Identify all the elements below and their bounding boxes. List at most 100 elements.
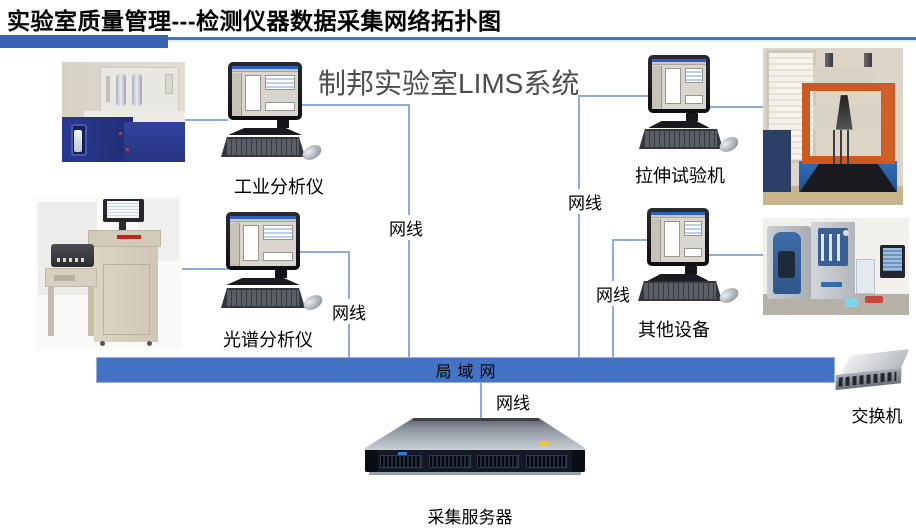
monitor-base (647, 274, 709, 281)
app-table-panel (265, 75, 295, 90)
app-titlebar (652, 59, 706, 62)
app-list-panel (243, 225, 259, 261)
table-leg (87, 286, 94, 337)
photo-other-equipment (763, 218, 909, 315)
analyzer-led (125, 148, 129, 151)
server-top-face (365, 418, 585, 448)
mouse-icon (300, 142, 324, 163)
app-list-panel (665, 68, 681, 104)
workstation-other-equipment (638, 208, 747, 308)
monitor-screen (232, 66, 298, 116)
server-drive-bay (477, 454, 519, 469)
analyzer-cabinet-side (123, 122, 185, 162)
monitor-screen (652, 59, 706, 109)
server-warning-tag (538, 441, 550, 446)
server-drive-bay (428, 454, 471, 469)
app-list-panel (245, 75, 261, 111)
server-front-panel (365, 441, 585, 472)
spectro-logo (117, 234, 141, 240)
mouse-icon (717, 285, 741, 306)
caster (146, 340, 152, 346)
app-bottom-panel (265, 102, 295, 111)
analyzer-tube (116, 74, 126, 106)
app-menubar (232, 69, 298, 72)
bench-gloves (844, 297, 858, 308)
keyboard-icon (639, 129, 723, 149)
monitor-base (226, 278, 300, 285)
spectro-tower (93, 246, 159, 343)
cable-photo2-to-ws2 (182, 268, 228, 270)
photo-spectrum-analyzer (35, 196, 182, 350)
monitor-icon (648, 55, 710, 113)
cable-label-3: 网线 (567, 189, 603, 214)
cable-label-5: 网线 (495, 389, 531, 414)
tensile-side-guard (880, 85, 894, 162)
mouse-icon (301, 292, 325, 313)
label-other-equipment: 其他设备 (638, 320, 710, 340)
server-top-edge (413, 418, 539, 421)
server-rack-ear (572, 450, 585, 472)
analyzer-vent (165, 74, 173, 94)
cable-ws4-to-photo4 (709, 254, 763, 256)
app-list-panel (664, 221, 680, 257)
page-title: 实验室质量管理---检测仪器数据采集网络拓扑图 (7, 8, 502, 34)
monitor-base (228, 128, 302, 135)
server-bottom-lip (369, 472, 581, 475)
equipment-gauge (843, 229, 850, 236)
equipment-door-window (777, 250, 796, 279)
cable-ws2-horizontal (300, 251, 350, 253)
cable-ws3-to-lan (578, 95, 580, 358)
app-bottom-panel (685, 95, 703, 104)
keyboard-icon (638, 281, 722, 301)
cable-ws3-horizontal (578, 95, 650, 97)
spectro-door (102, 263, 150, 335)
cable-ws3-to-photo3 (710, 106, 763, 108)
table-leg (48, 286, 55, 337)
title-underline (0, 37, 916, 40)
bench-tray (865, 295, 883, 304)
label-tensile-tester: 拉伸试验机 (635, 166, 725, 186)
lan-bus-bar: 局域网 (96, 357, 835, 383)
app-left-panel (652, 66, 662, 109)
equipment-tubes (821, 233, 844, 261)
label-spectrum-analyzer: 光谱分析仪 (223, 330, 313, 350)
photo-industrial-analyzer (62, 62, 185, 162)
server-drive-bay (525, 454, 568, 469)
app-menubar (651, 215, 705, 218)
mouse-icon (717, 134, 741, 155)
monitor-icon (647, 208, 709, 266)
monitor-neck (277, 120, 289, 128)
title-underline-glow (0, 40, 916, 42)
monitor-base (648, 121, 710, 128)
label-industrial-analyzer: 工业分析仪 (234, 177, 324, 197)
cable-ws4-horizontal (612, 239, 649, 241)
lims-system-title: 制邦实验室LIMS系统 (318, 68, 580, 99)
monitor-screen (230, 216, 296, 266)
tensile-control-cabinet (763, 129, 791, 193)
server-usb-ports (398, 451, 407, 455)
bench-monitor-screen (882, 248, 902, 272)
cable-photo1-to-ws1 (185, 119, 228, 121)
network-switch-icon (832, 346, 916, 402)
equipment-brand-label (821, 282, 842, 287)
workstation-spectrum-analyzer (221, 212, 336, 313)
cable-label-1: 网线 (388, 215, 424, 240)
analyzer-deck (84, 111, 185, 122)
keyboard-icon (221, 137, 305, 157)
spectro-drawer (54, 274, 75, 281)
tensile-base (799, 161, 898, 193)
server-label: 采集服务器 (427, 508, 513, 527)
monitor-neck (275, 270, 287, 278)
analyzer-tube (132, 74, 142, 106)
app-table-panel (684, 221, 702, 236)
app-menubar (652, 62, 706, 65)
app-titlebar (651, 212, 705, 215)
analyzer-slot (106, 76, 110, 102)
rack-server-icon (365, 418, 585, 480)
app-table-panel (685, 68, 703, 83)
balance-glass-box (856, 258, 876, 294)
app-left-panel (232, 73, 242, 116)
analyzer-vial (74, 130, 82, 152)
app-bottom-panel (684, 248, 702, 257)
